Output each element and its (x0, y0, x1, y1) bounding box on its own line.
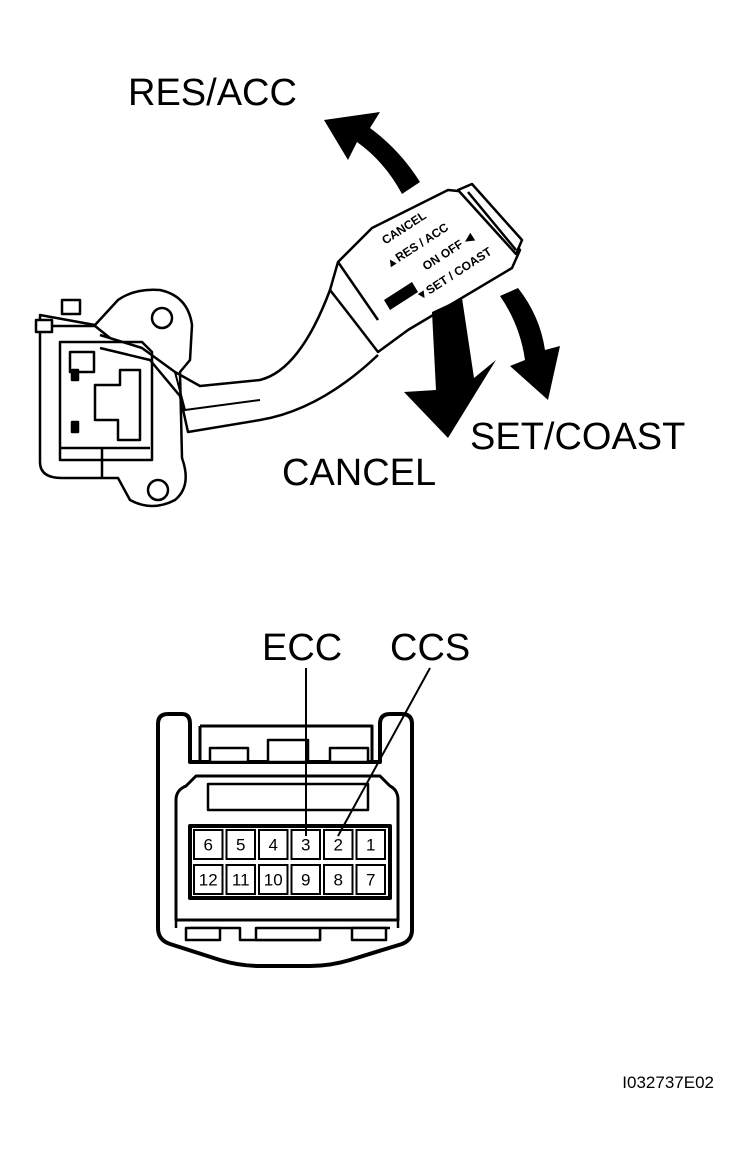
connector-latch (198, 724, 374, 762)
switch-notch-2 (70, 420, 80, 434)
pin-label: 12 (199, 871, 218, 890)
pin-label: 8 (334, 871, 343, 890)
pin-cell (355, 864, 386, 895)
pin-label: 6 (204, 836, 213, 855)
pin-label: 2 (334, 836, 343, 855)
switch-notch-1 (70, 368, 80, 382)
figure-code: I032737E02 (622, 1073, 714, 1092)
label-ecc: ECC (262, 627, 342, 669)
bracket-hole-bottom (146, 478, 170, 502)
lever-arm-inner (174, 371, 261, 411)
lever-collar (336, 261, 380, 321)
pin-cell (355, 829, 386, 860)
latch-tab-right (328, 746, 370, 764)
pin-label: 10 (264, 871, 283, 890)
switch-body-step (93, 368, 142, 442)
pin-label: 1 (366, 836, 375, 855)
pin-cell (258, 864, 289, 895)
lever-tip-line (467, 191, 517, 251)
bottom-tab-mid (254, 926, 322, 942)
pin-label: 3 (301, 836, 310, 855)
latch-tab-mid (266, 738, 310, 764)
switch-base-line (60, 446, 150, 478)
on-off-band (384, 282, 418, 310)
bracket-hole-top (150, 306, 174, 330)
lever-arm-lower (99, 346, 379, 434)
pin-cell (290, 864, 321, 895)
connector-window (206, 782, 370, 812)
label-set-coast: SET/COAST (470, 416, 685, 458)
direction-arrows (324, 112, 560, 438)
label-cancel: CANCEL (282, 452, 436, 494)
lever-arm-upper (99, 289, 332, 388)
pin-label: 5 (236, 836, 245, 855)
res-acc-arrow-icon (324, 112, 420, 194)
clip-line (52, 324, 111, 339)
pin-label: 11 (232, 871, 250, 890)
ccs-leader-line (337, 667, 431, 837)
pin-cell (323, 829, 354, 860)
label-ccs: CCS (390, 627, 470, 669)
pin-cell (225, 864, 256, 895)
pin-label: 7 (366, 871, 375, 890)
set-coast-arrow-icon (500, 288, 560, 400)
pin-cell (193, 829, 224, 860)
switch-body-slot (68, 350, 96, 374)
latch-tab-left (208, 746, 250, 764)
label-res-acc: RES/ACC (128, 72, 297, 114)
pin-cell (193, 864, 224, 895)
top-clip (60, 298, 82, 316)
pin-label: 9 (301, 871, 310, 890)
side-pin (34, 318, 54, 334)
pin-cell (323, 864, 354, 895)
bottom-tab-right (350, 926, 388, 942)
connector-inner-frame (174, 774, 400, 922)
pin-cell (258, 829, 289, 860)
pin-cell (225, 829, 256, 860)
bottom-tab-left (184, 926, 222, 942)
switch-assembly (34, 182, 524, 508)
pin-label: 4 (269, 836, 278, 855)
leader-lines (305, 667, 431, 837)
lever-head (328, 188, 522, 354)
cancel-arrow-icon (404, 298, 496, 438)
